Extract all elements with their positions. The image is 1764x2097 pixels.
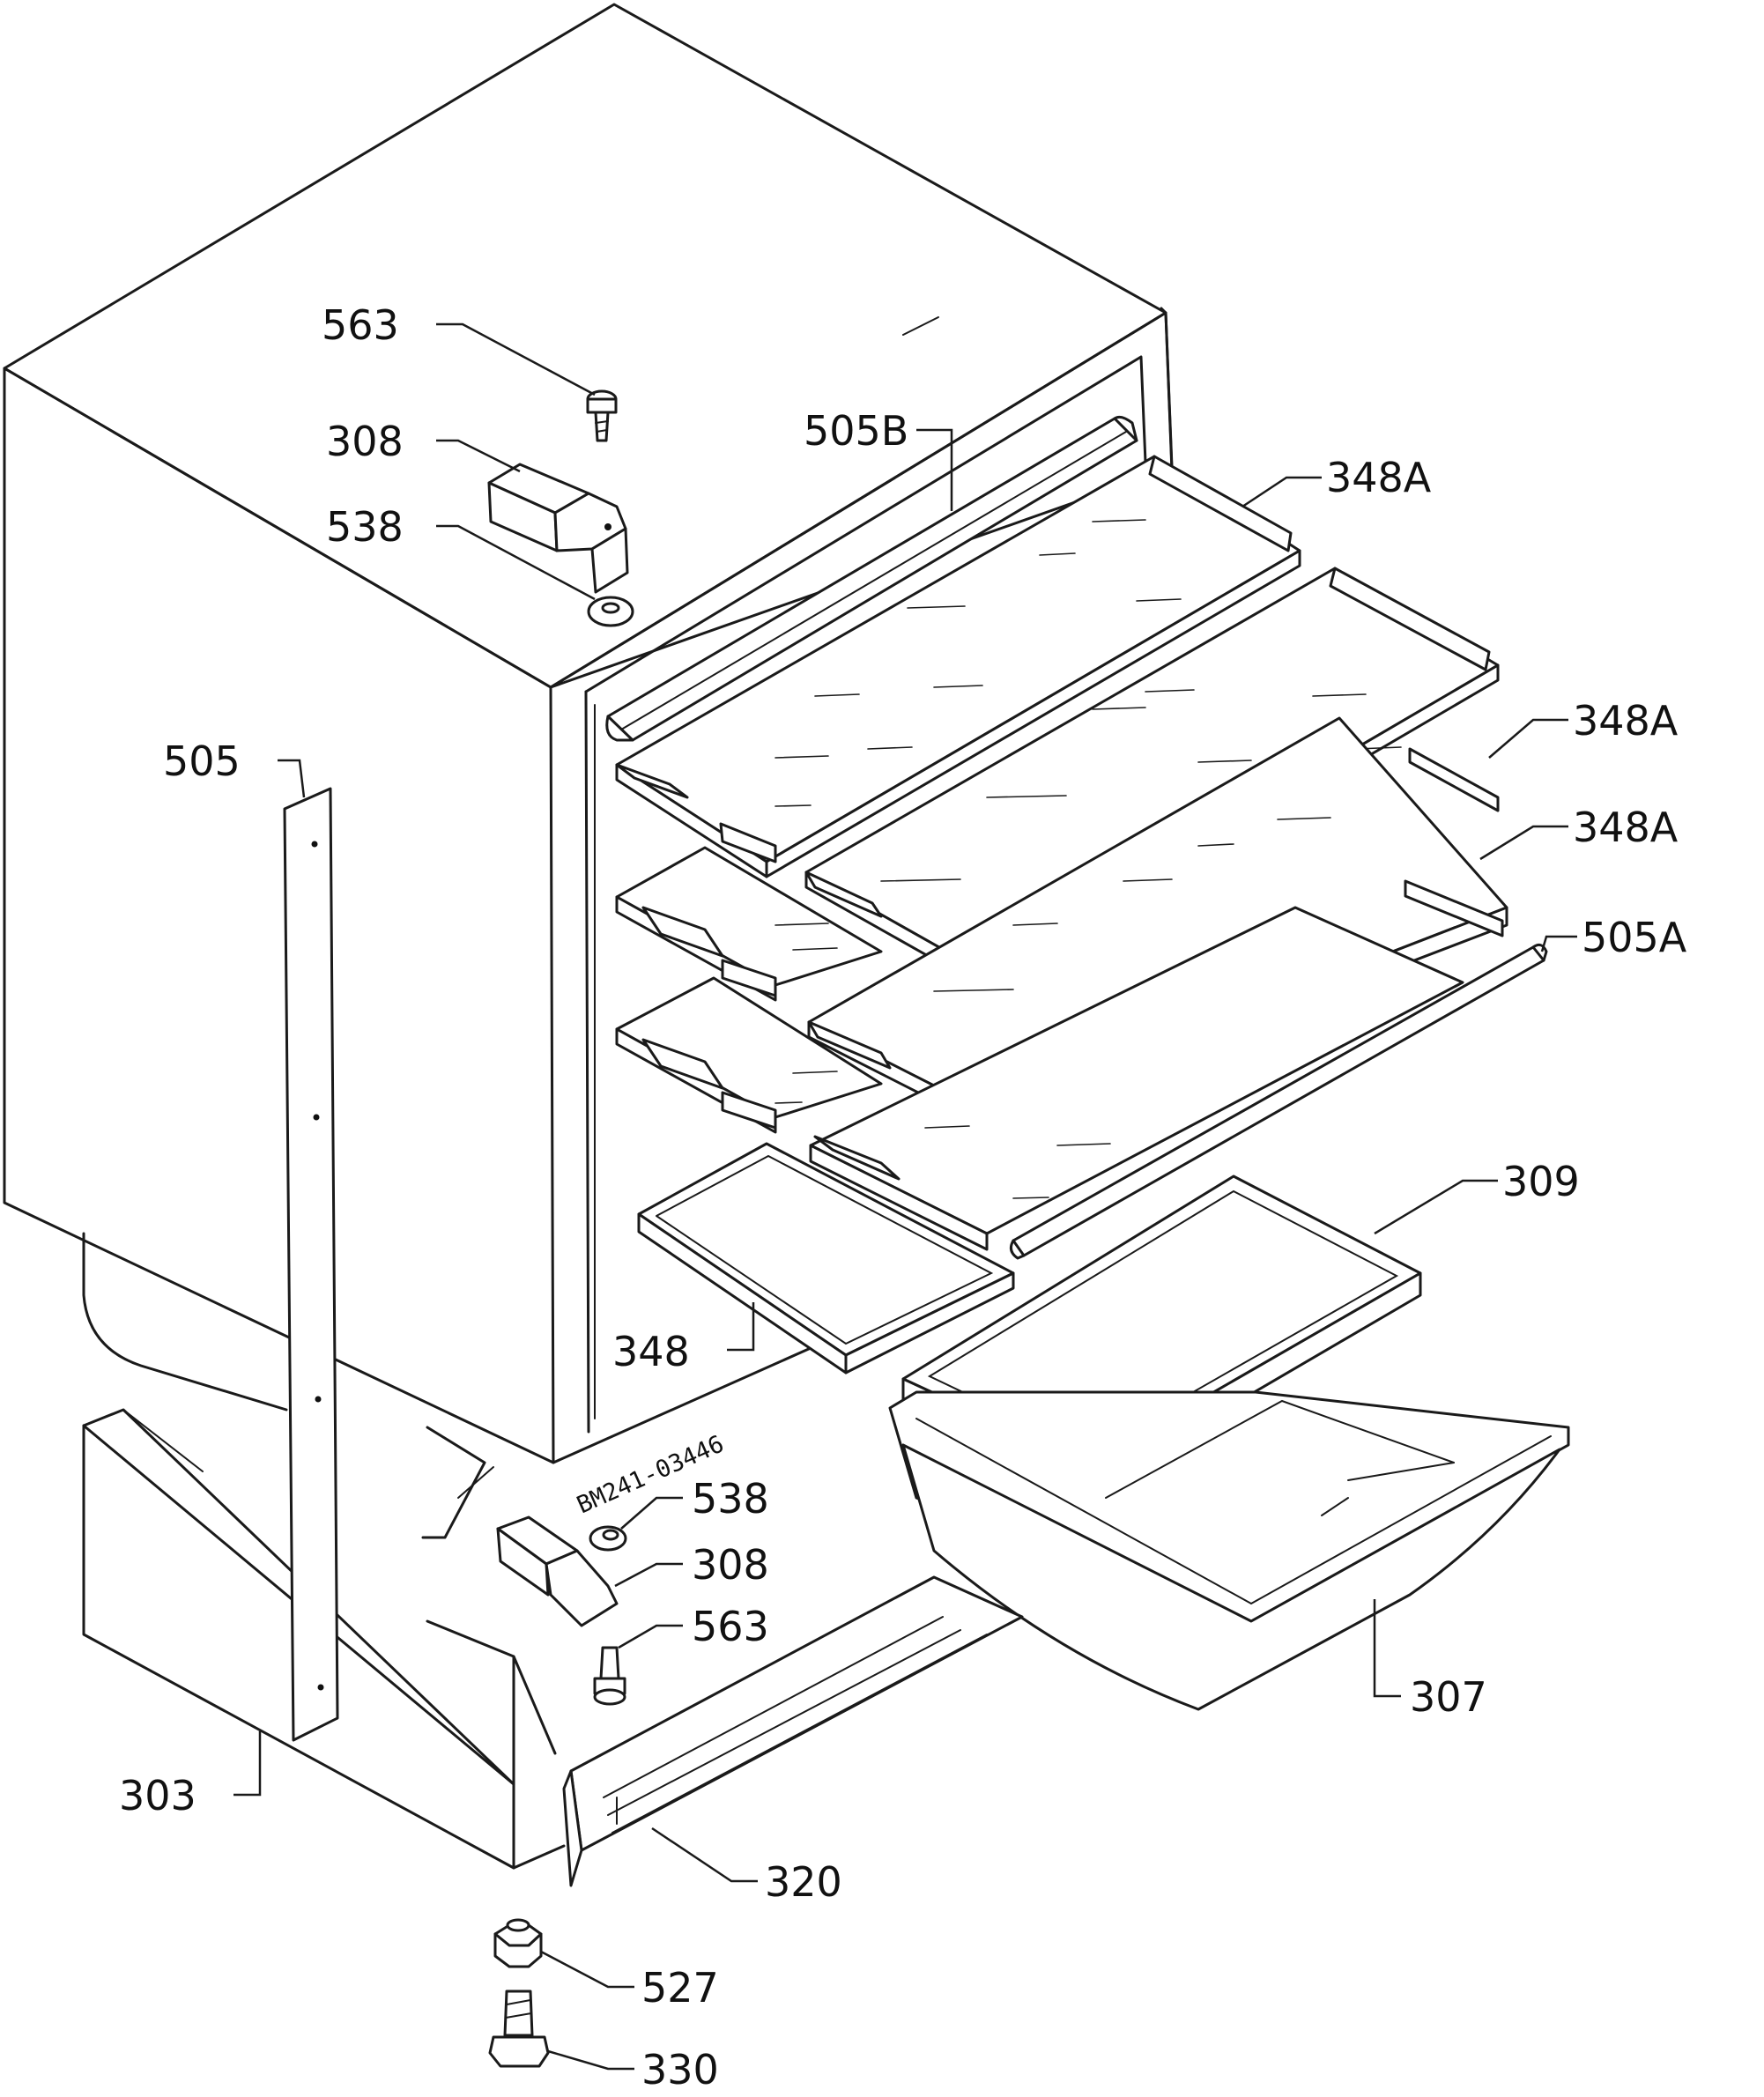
glass-shelf-lower [809, 906, 1464, 1251]
label-538-bottom: 538 [692, 1475, 769, 1523]
label-505A: 505A [1582, 914, 1687, 961]
label-527: 527 [641, 1964, 719, 2012]
label-563-bottom: 563 [692, 1603, 769, 1650]
part-labels: 563 308 538 505B 348A 348A 348A 505A 505… [119, 301, 1687, 2093]
label-505B: 505B [804, 407, 908, 455]
nut-527 [493, 1918, 543, 1968]
label-348: 348 [612, 1328, 690, 1375]
trim-strip-505 [283, 787, 339, 1742]
crisper-bin-307 [888, 1390, 1570, 1711]
label-505: 505 [163, 737, 241, 785]
label-308-bottom: 308 [692, 1541, 769, 1589]
leader-lines [233, 322, 1577, 2071]
glass-halfshelf-left-1 [615, 846, 883, 1002]
label-307: 307 [1410, 1673, 1487, 1721]
label-348A-1: 348A [1326, 454, 1432, 501]
label-303: 303 [119, 1772, 196, 1819]
bottom-hinge-group [496, 1515, 627, 1706]
screw-563-top [586, 389, 618, 442]
label-348A-2: 348A [1573, 697, 1679, 745]
bracket-308-top [487, 463, 629, 594]
label-563-top: 563 [322, 301, 399, 349]
grille-320 [562, 1575, 1024, 1887]
washer-538-top [587, 596, 634, 627]
label-330: 330 [641, 2046, 719, 2093]
screw-563-bottom [593, 1646, 626, 1706]
tray-shelf-348 [637, 1142, 1015, 1375]
top-hinge-group [487, 389, 634, 627]
glass-halfshelf-left-2 [615, 976, 883, 1134]
washer-538-bottom [589, 1525, 627, 1552]
label-309: 309 [1502, 1158, 1580, 1205]
bracket-308-bottom [496, 1515, 619, 1627]
label-538-top: 538 [326, 503, 404, 551]
label-348A-3: 348A [1573, 804, 1679, 851]
front-rail-505A [1009, 943, 1548, 1260]
top-rail-505B [605, 415, 1138, 742]
label-320: 320 [765, 1858, 842, 1906]
label-308-top: 308 [326, 418, 404, 465]
bolt-330 [488, 1990, 550, 2068]
glass-shelf-348A-1 [615, 455, 1301, 878]
